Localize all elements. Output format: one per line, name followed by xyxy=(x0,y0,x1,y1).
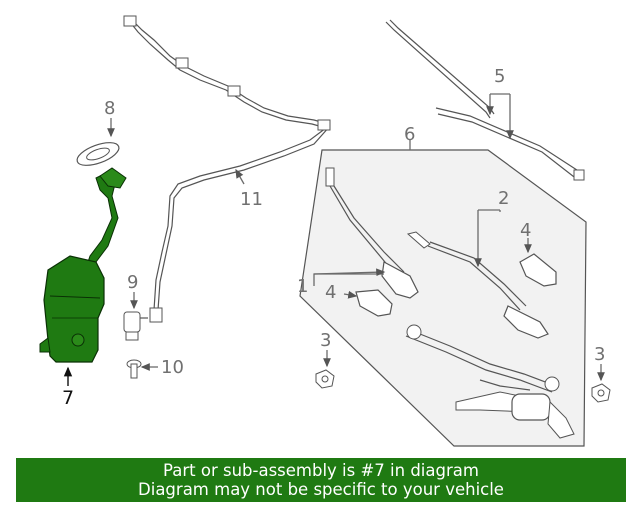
callout-3-left: 3 xyxy=(320,330,331,351)
washer-hose xyxy=(123,15,331,323)
wiper-assembly-panel xyxy=(299,149,587,447)
callout-5: 5 xyxy=(494,66,505,87)
gasket-8 xyxy=(76,142,120,166)
parts-diagram: 8 9 10 11 7 6 5 2 4 1 4 3 3 xyxy=(39,15,611,447)
callout-1: 1 xyxy=(297,276,308,297)
banner-line-part: Part or sub-assembly is #7 in diagram xyxy=(163,461,479,480)
callout-4-right: 4 xyxy=(520,220,531,241)
callout-11: 11 xyxy=(240,189,263,210)
callout-9: 9 xyxy=(127,272,138,293)
wiper-arm-left xyxy=(325,167,419,299)
callout-7: 7 xyxy=(62,387,74,409)
leader-lines xyxy=(63,93,605,386)
callout-6: 6 xyxy=(404,124,415,145)
callout-2: 2 xyxy=(498,188,509,209)
callout-10: 10 xyxy=(161,357,184,378)
washer-pump-9 xyxy=(123,311,148,341)
callout-4-left: 4 xyxy=(325,282,336,303)
arm-cap-left xyxy=(355,289,393,317)
nut-3-right xyxy=(591,383,611,403)
grommet-10 xyxy=(126,359,142,379)
wiper-linkage-motor xyxy=(405,324,575,439)
wiper-arm-right xyxy=(406,231,549,339)
washer-reservoir-7 xyxy=(39,167,127,363)
callout-8: 8 xyxy=(104,98,115,119)
callout-3-right: 3 xyxy=(594,344,605,365)
arm-cap-right xyxy=(519,253,557,287)
info-banner: Part or sub-assembly is #7 in diagram Di… xyxy=(16,458,626,502)
banner-line-disclaimer: Diagram may not be specific to your vehi… xyxy=(138,480,504,499)
nut-3-left xyxy=(315,369,335,389)
